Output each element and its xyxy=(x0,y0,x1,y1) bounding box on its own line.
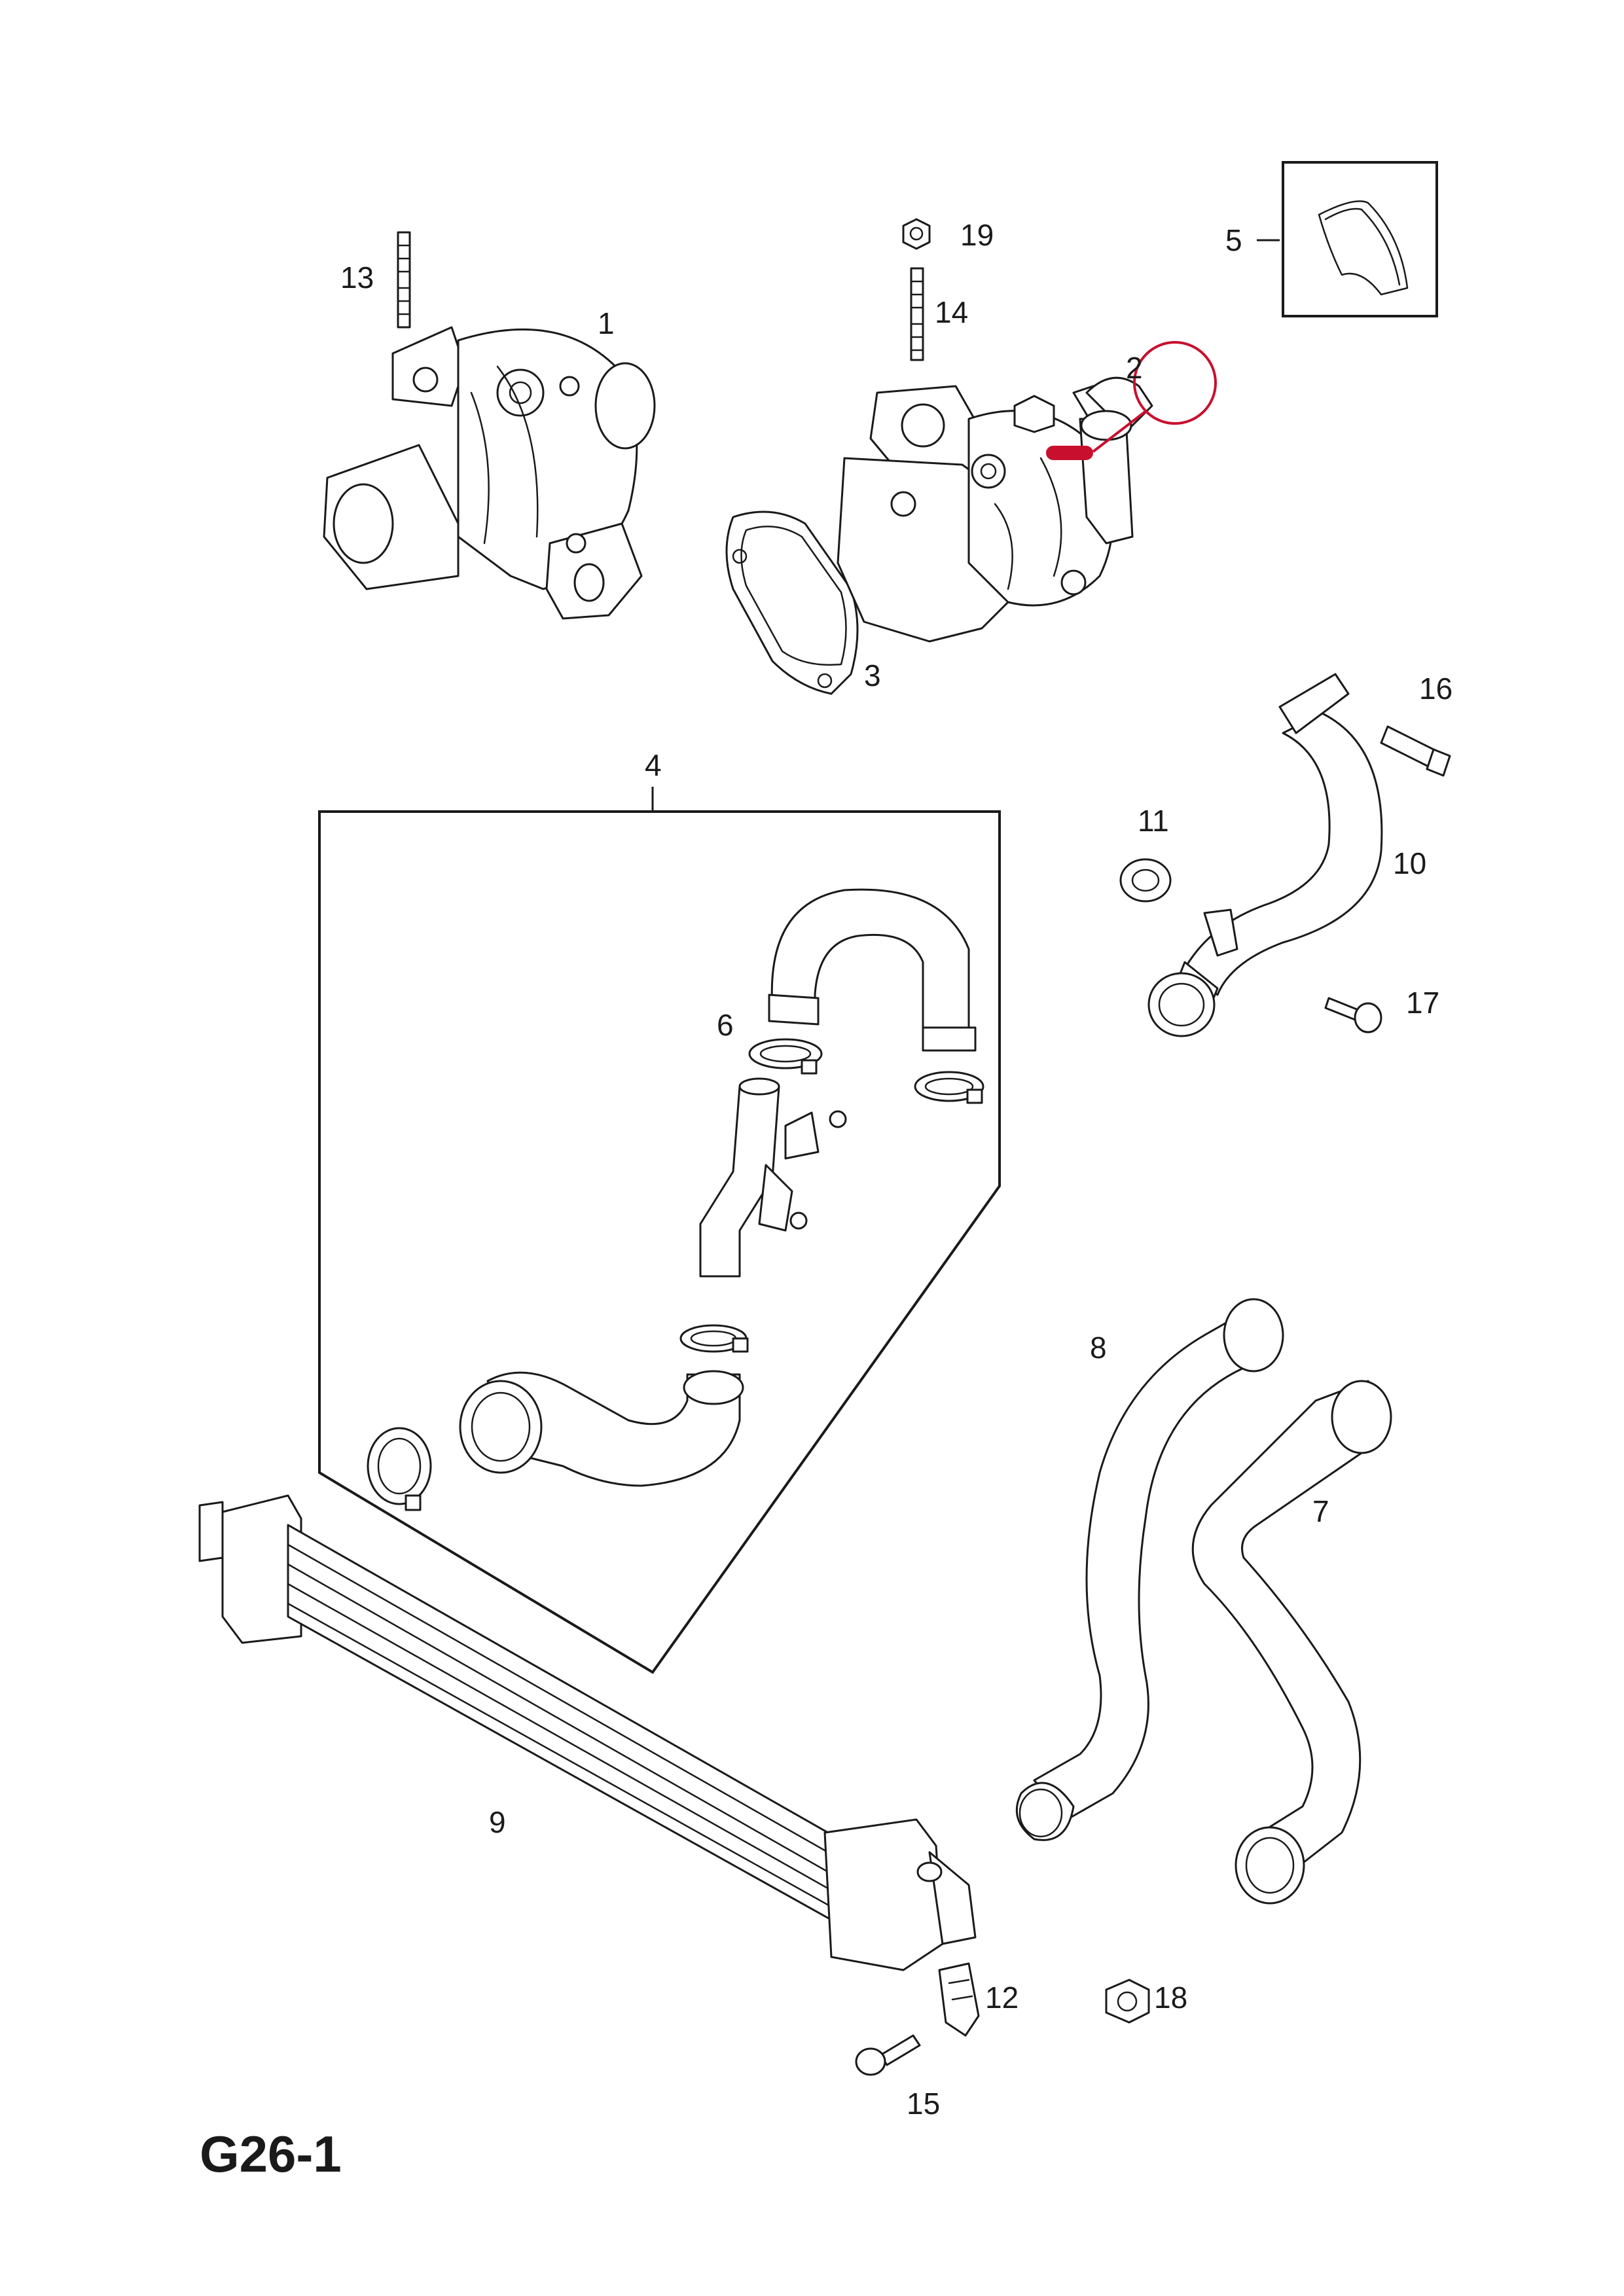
part-10-hose[interactable] xyxy=(1147,673,1383,1037)
part-12-clip[interactable] xyxy=(938,1962,980,2037)
part-4-clamp-b[interactable] xyxy=(914,1071,984,1104)
label-16: 16 xyxy=(1419,672,1453,706)
part-18-nut[interactable] xyxy=(1105,1979,1150,2024)
label-8: 8 xyxy=(1090,1331,1107,1365)
part-4-kit-frame xyxy=(318,787,1001,1674)
label-12: 12 xyxy=(985,1981,1019,2015)
part-2-highlight xyxy=(1046,341,1217,460)
label-17: 17 xyxy=(1406,986,1439,1020)
label-10: 10 xyxy=(1393,846,1426,880)
label-6: 6 xyxy=(717,1008,734,1042)
label-14: 14 xyxy=(935,295,968,329)
part-5-clip-frame[interactable] xyxy=(1282,161,1438,317)
part-16-bolt[interactable] xyxy=(1380,725,1451,777)
part-15-bolt[interactable] xyxy=(855,2034,921,2076)
part-3-gasket[interactable] xyxy=(725,511,859,695)
part-9-intercooler[interactable] xyxy=(198,1494,977,1971)
label-11: 11 xyxy=(1138,804,1169,838)
label-4: 4 xyxy=(645,748,662,782)
label-5: 5 xyxy=(1225,223,1242,257)
label-19: 19 xyxy=(960,218,994,252)
diagram-title: G26-1 xyxy=(200,2125,342,2183)
part-4-clamp-c[interactable] xyxy=(679,1324,749,1353)
part-6-clamp[interactable] xyxy=(748,1038,823,1075)
part-2-turbine-housing[interactable] xyxy=(837,376,1153,643)
label-13: 13 xyxy=(340,260,374,295)
part-8-hose[interactable] xyxy=(1015,1298,1284,1841)
part-4-lower-hose[interactable] xyxy=(459,1370,744,1487)
part-1-turbo-housing[interactable] xyxy=(323,326,656,620)
label-2: 2 xyxy=(1126,351,1143,385)
label-3: 3 xyxy=(864,658,881,692)
part-4-metal-pipe[interactable] xyxy=(699,1077,847,1278)
part-4-upper-hose[interactable] xyxy=(768,888,977,1052)
part-13-stud[interactable] xyxy=(397,231,411,329)
part-4-clamp-d[interactable] xyxy=(367,1427,432,1511)
label-15: 15 xyxy=(907,2087,940,2121)
label-7: 7 xyxy=(1312,1494,1329,1528)
part-14-stud[interactable] xyxy=(910,267,924,361)
part-11-grommet[interactable] xyxy=(1119,858,1172,903)
part-19-nut[interactable] xyxy=(902,218,931,250)
label-1: 1 xyxy=(598,306,615,340)
label-18: 18 xyxy=(1154,1981,1187,2015)
part-7-hose[interactable] xyxy=(1191,1380,1392,1905)
part-17-bolt[interactable] xyxy=(1324,997,1382,1033)
label-9: 9 xyxy=(489,1805,506,1839)
